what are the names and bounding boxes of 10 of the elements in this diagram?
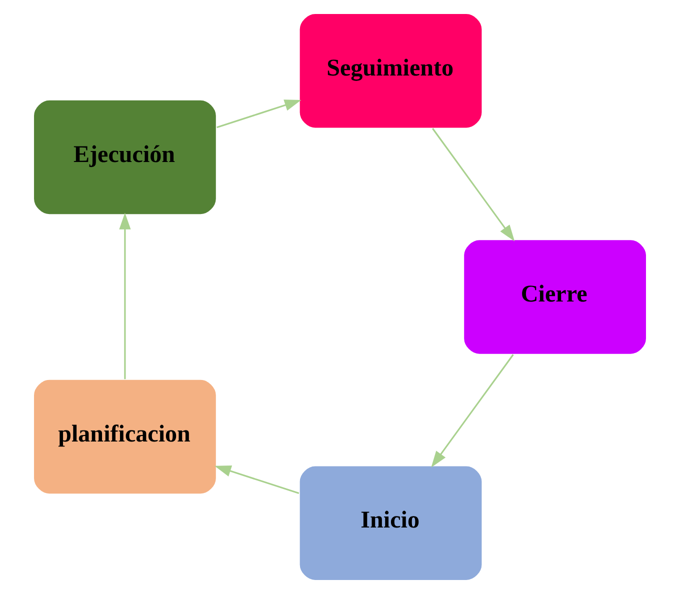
node-box: Cierre: [462, 238, 647, 356]
node-box: planificacion: [32, 378, 217, 495]
arrow: [430, 354, 514, 468]
node-box: Ejecución: [32, 99, 217, 216]
arrow: [432, 128, 514, 242]
arrow: [118, 212, 130, 380]
node-box: Inicio: [298, 464, 483, 582]
arrow: [214, 465, 299, 494]
arrow: [216, 100, 301, 128]
node-box: Seguimiento: [298, 12, 483, 130]
